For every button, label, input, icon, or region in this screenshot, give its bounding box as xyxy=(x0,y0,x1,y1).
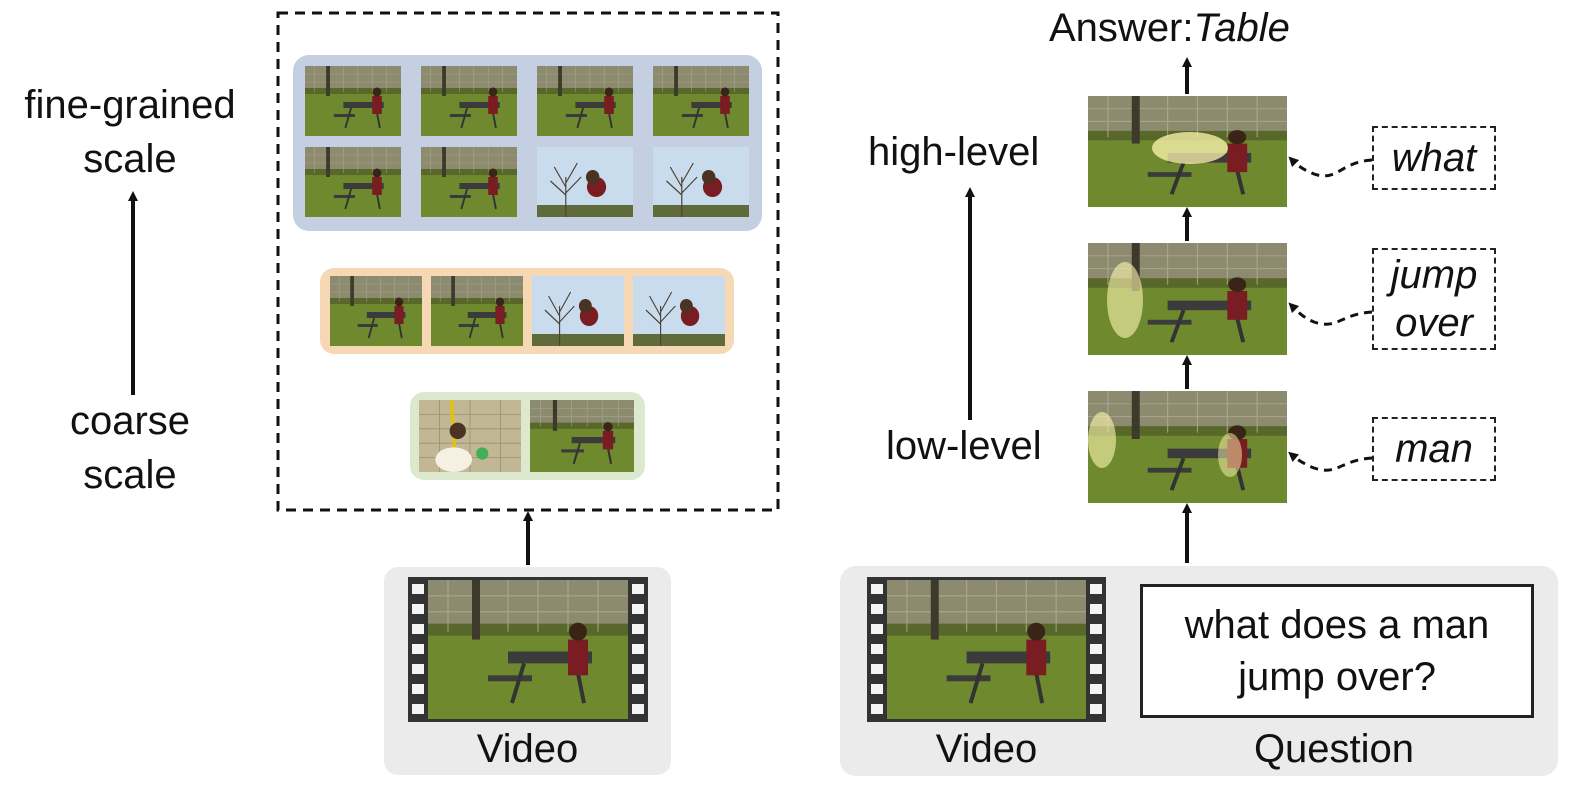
word-box-what: what xyxy=(1372,126,1496,190)
answer-value: Table xyxy=(1193,6,1290,50)
word-jump: jump xyxy=(1390,253,1478,297)
right-video-filmstrip xyxy=(867,577,1106,722)
fine-label-line2: scale xyxy=(83,137,177,181)
word-what: what xyxy=(1391,136,1477,180)
fine-label-line1: fine-grained xyxy=(24,83,236,127)
multi-scale-container xyxy=(276,11,780,512)
jump-highlight xyxy=(1107,262,1143,338)
man-highlight-2 xyxy=(1218,433,1242,477)
mid-frame-2 xyxy=(431,276,523,346)
question-line-2: jump over? xyxy=(1238,655,1436,699)
word-box-jump-over: jump over xyxy=(1372,248,1496,350)
coarse-scale-label: coarse scale xyxy=(0,394,260,502)
jump-over-to-frame-arrow xyxy=(1288,302,1373,326)
answer-label: Answer:Table xyxy=(1049,6,1290,51)
fine-grained-scale-label: fine-grained scale xyxy=(0,78,260,186)
low-level-label: low-level xyxy=(886,424,1042,468)
word-man: man xyxy=(1395,427,1473,471)
fine-scale-band xyxy=(293,55,762,231)
answer-prefix: Answer: xyxy=(1049,6,1194,50)
coarse-frame-2 xyxy=(530,400,634,472)
man-to-frame-arrow xyxy=(1288,451,1373,472)
fine-frame-4 xyxy=(653,66,749,136)
coarse-label-line1: coarse xyxy=(69,399,191,443)
man-highlight-1 xyxy=(1088,412,1116,468)
word-box-man: man xyxy=(1372,417,1496,481)
word-over: over xyxy=(1395,301,1473,345)
left-video-filmstrip xyxy=(408,577,648,722)
fine-frame-1 xyxy=(305,66,401,136)
question-label: Question xyxy=(1253,727,1415,771)
fine-frame-7 xyxy=(537,147,633,217)
low-level-frame xyxy=(1088,391,1287,503)
mid-scale-band xyxy=(320,268,734,354)
left-video-label: Video xyxy=(476,727,579,771)
right-level-frames xyxy=(1088,96,1287,503)
mid-frame-4 xyxy=(633,276,725,346)
fine-frame-8 xyxy=(653,147,749,217)
mid-frame-3 xyxy=(532,276,624,346)
table-highlight xyxy=(1152,132,1228,164)
mid-frame-1 xyxy=(330,276,422,346)
fine-frame-6 xyxy=(421,147,517,217)
fine-frame-2 xyxy=(421,66,517,136)
coarse-frame-1 xyxy=(419,400,521,472)
question-box: what does a man jump over? xyxy=(1140,584,1534,718)
right-video-label: Video xyxy=(935,727,1038,771)
fine-frame-5 xyxy=(305,147,401,217)
question-line-1: what does a man xyxy=(1184,603,1490,647)
what-to-frame-arrow xyxy=(1288,156,1373,178)
coarse-label-line2: scale xyxy=(83,453,177,497)
fine-frame-3 xyxy=(537,66,633,136)
high-level-label: high-level xyxy=(868,130,1040,174)
